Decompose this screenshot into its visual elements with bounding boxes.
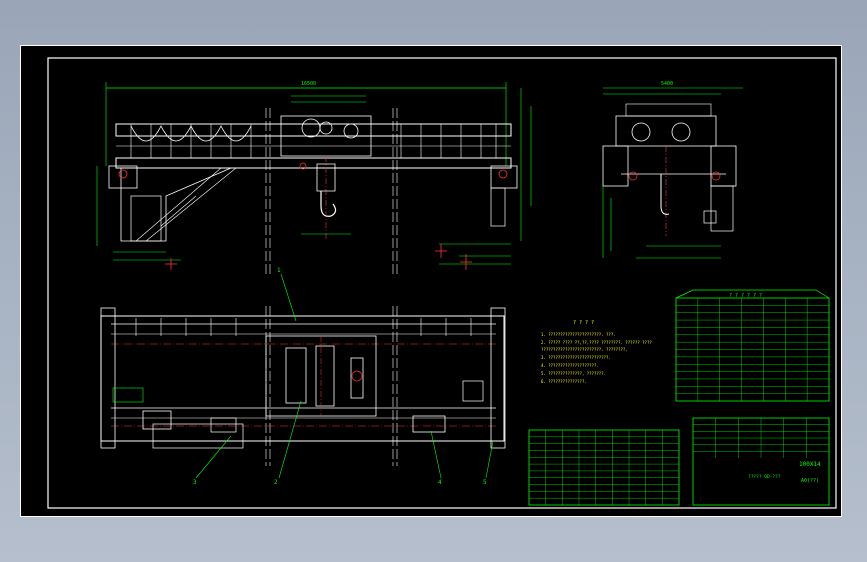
title-block-code: 100X14 (799, 461, 821, 468)
param-table-title: ? ? ? ? ? ? (729, 293, 762, 299)
drawing-sheet: 16500 (20, 45, 842, 517)
note-line-4: 3. ?????????????????????????. (541, 355, 611, 360)
part-label-4: 4 (438, 479, 442, 486)
parameter-table: ? ? ? ? ? ? (675, 289, 830, 402)
inner-frame (47, 57, 837, 509)
note-line-6: 5. ??????????????, ???????. (541, 371, 606, 376)
part-label-1: 1 (277, 267, 281, 274)
plan-view: 1 2 3 4 5 (100, 267, 506, 486)
note-line-3: ?????????????????????????. ????????. (541, 347, 628, 352)
note-line-1: 1. ??????????????????????. ???. (541, 332, 616, 337)
notes-heading: ? ? ? ? (573, 320, 594, 326)
part-label-2: 2 (274, 479, 278, 486)
top-dimension-text: 16500 (301, 81, 316, 87)
front-elevation-view: 16500 (96, 81, 532, 276)
part-label-5: 5 (483, 479, 487, 486)
part-label-3: 3 (193, 479, 197, 486)
side-elevation-view: 5400 (602, 81, 743, 259)
note-line-2: 2. ????? ???? ??,??,???? ????????. ?????… (541, 340, 652, 345)
side-dimension-text: 5400 (661, 81, 673, 87)
title-block-sheet: A0(??) (801, 478, 819, 484)
title-block-name: ????? QD-??? (748, 474, 781, 480)
note-line-5: 4. ????????????????????. (541, 363, 599, 368)
cad-drawing: 16500 (47, 57, 837, 509)
note-line-7: 6. ???????????????. (541, 379, 587, 384)
technical-notes: ? ? ? ? 1. ??????????????????????. ???. … (541, 320, 652, 384)
title-block: ????? QD-??? 100X14 A0(??) (528, 417, 830, 506)
